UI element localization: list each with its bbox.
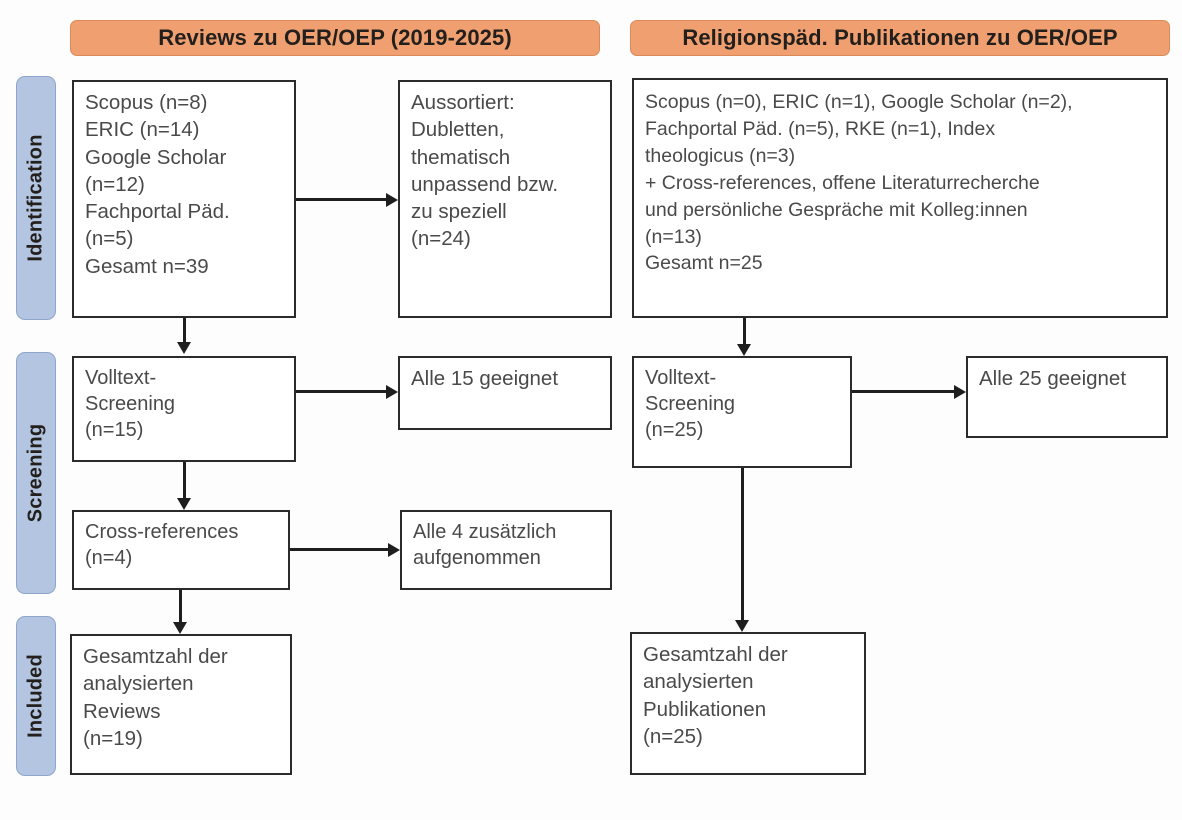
stage-pill-identification: Identification [16,76,56,320]
column-header-publications-label: Religionspäd. Publikationen zu OER/OEP [682,25,1118,50]
arrowhead-left-identification-to-excluded [386,192,398,207]
arrowhead-left-crossrefs-to-included [172,622,187,634]
arrowhead-right-identification-to-screening [736,344,751,356]
column-header-reviews: Reviews zu OER/OEP (2019-2025) [70,20,600,56]
box-left-fulltext-screening: Volltext- Screening (n=15) [72,356,296,462]
stage-pill-screening: Screening [16,352,56,594]
box-right-fulltext-screening: Volltext- Screening (n=25) [632,356,852,468]
connector-left-crossrefs-to-result [290,548,388,551]
box-left-included: Gesamtzahl der analysierten Reviews (n=1… [70,634,292,775]
box-right-identification: Scopus (n=0), ERIC (n=1), Google Scholar… [632,78,1168,318]
arrowhead-left-crossrefs-to-result [388,542,400,557]
column-header-publications: Religionspäd. Publikationen zu OER/OEP [630,20,1170,56]
connector-right-screening-to-result [852,390,954,393]
box-left-crossrefs-result: Alle 4 zusätzlich aufgenommen [400,510,612,590]
box-right-included: Gesamtzahl der analysierten Publikatione… [630,632,866,775]
box-left-identification: Scopus (n=8) ERIC (n=14) Google Scholar … [72,80,296,318]
stage-pill-included: Included [16,616,56,776]
connector-left-screening-to-result [296,390,386,393]
connector-left-identification-to-excluded [296,198,386,201]
arrowhead-right-screening-to-included [734,620,749,632]
box-left-crossrefs: Cross-references (n=4) [72,510,290,590]
box-left-screening-result: Alle 15 geeignet [398,356,612,430]
connector-left-identification-to-screening [182,318,186,342]
box-left-excluded: Aussortiert: Dubletten, thematisch unpas… [398,80,612,318]
stage-label-included: Included [24,654,47,738]
stage-label-screening: Screening [24,423,47,523]
stage-label-identification: Identification [24,134,47,262]
column-header-reviews-label: Reviews zu OER/OEP (2019-2025) [158,25,512,50]
arrowhead-left-screening-to-crossrefs [176,498,191,510]
connector-right-identification-to-screening [742,318,746,344]
connector-left-crossrefs-to-included [178,590,182,622]
arrowhead-right-screening-to-result [954,384,966,399]
box-right-screening-result: Alle 25 geeignet [966,356,1168,438]
connector-right-screening-to-included [740,468,744,620]
connector-left-screening-to-crossrefs [182,462,186,498]
arrowhead-left-identification-to-screening [176,342,191,354]
arrowhead-left-screening-to-result [386,384,398,399]
